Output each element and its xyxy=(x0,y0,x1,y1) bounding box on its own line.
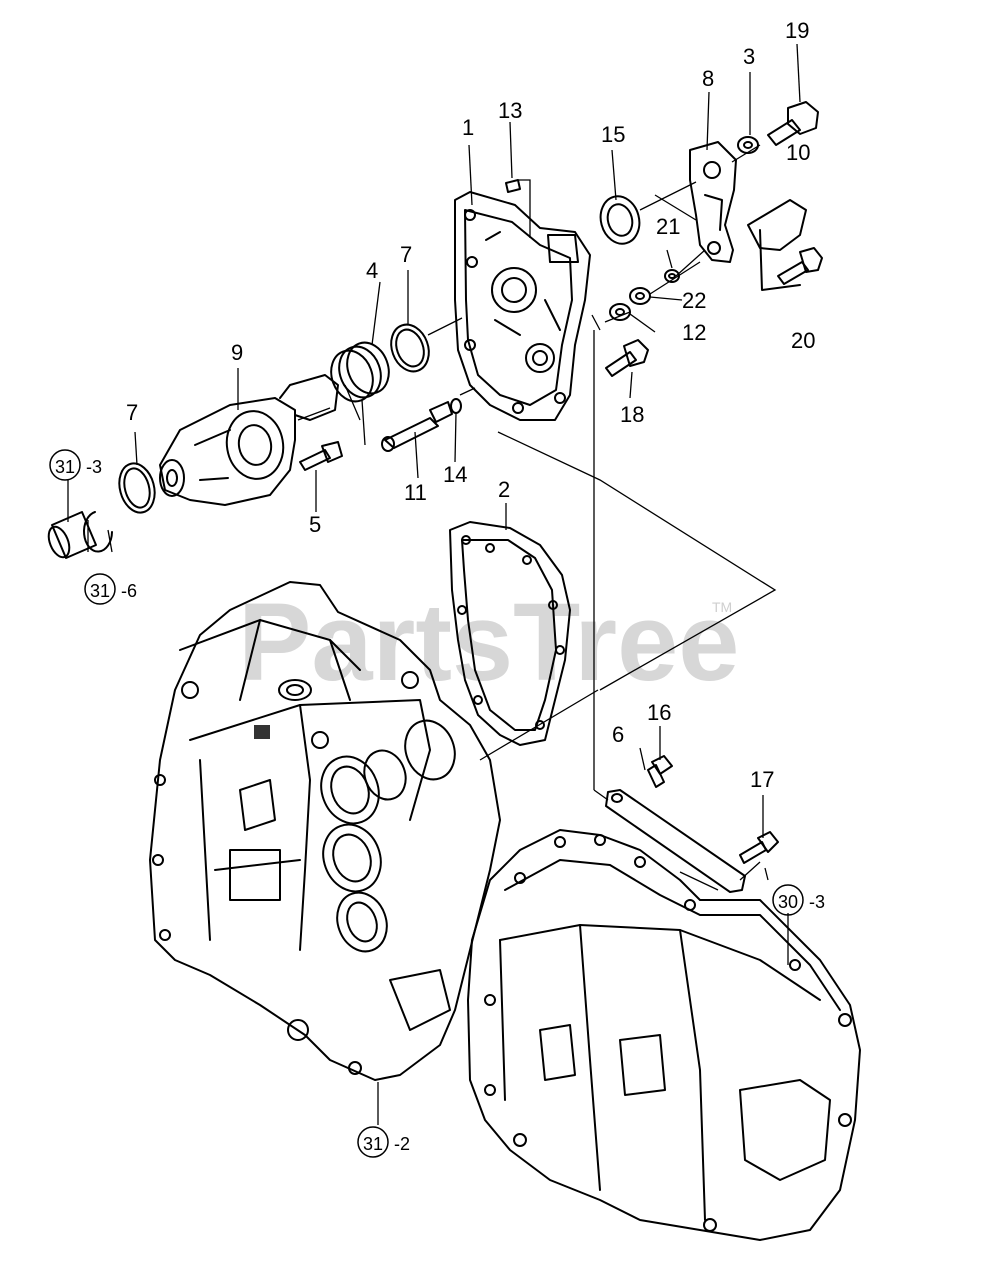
spring-part xyxy=(330,341,390,403)
label-1: 1 xyxy=(462,115,474,140)
label-10: 10 xyxy=(786,140,810,165)
ref-30-3: 30 -3 xyxy=(772,884,825,916)
leader-lines xyxy=(67,43,801,1125)
label-22: 22 xyxy=(682,288,706,313)
ref-31-3-number: 31 xyxy=(55,457,75,477)
label-5: 5 xyxy=(309,512,321,537)
shaft-part xyxy=(381,401,453,452)
bracket-arm-part xyxy=(689,141,737,263)
label-15: 15 xyxy=(601,122,625,147)
bolt-20-part xyxy=(777,247,823,285)
label-6: 6 xyxy=(612,722,624,747)
label-2: 2 xyxy=(498,477,510,502)
ref-31-2: 31 -2 xyxy=(357,1126,410,1158)
label-12: 12 xyxy=(682,320,706,345)
label-8: 8 xyxy=(702,66,714,91)
gasket-part xyxy=(449,521,571,746)
label-18: 18 xyxy=(620,402,644,427)
plate-bracket-part xyxy=(747,199,807,251)
bushing-31-3-part xyxy=(47,511,97,559)
snap-ring-lower-part xyxy=(118,462,156,514)
label-11: 11 xyxy=(404,480,427,505)
label-21: 21 xyxy=(656,214,680,239)
leader-10-20 xyxy=(759,229,801,291)
plate-6-part xyxy=(605,789,746,893)
bolt-17-part xyxy=(739,831,779,864)
ref-31-6-number: 31 xyxy=(90,581,110,601)
label-14: 14 xyxy=(443,462,467,487)
ref-31-3: 31 -3 xyxy=(49,449,102,481)
ref-31-3-suffix: -3 xyxy=(86,457,102,477)
label-7-upper: 7 xyxy=(400,242,412,267)
left-transmission-case-part xyxy=(149,581,501,1081)
oil-seal-part xyxy=(599,195,641,245)
nut-22-part xyxy=(629,287,651,305)
ref-31-6: 31 -6 xyxy=(84,573,137,605)
plate-6-hole xyxy=(611,793,623,803)
ref-31-6-suffix: -6 xyxy=(121,581,137,601)
label-19: 19 xyxy=(785,18,809,43)
watermark-trademark: TM xyxy=(712,599,732,615)
ref-30-3-suffix: -3 xyxy=(809,892,825,912)
bolt-16-part xyxy=(647,755,673,788)
housing-part xyxy=(159,374,339,506)
label-17: 17 xyxy=(750,767,774,792)
ref-31-2-suffix: -2 xyxy=(394,1134,410,1154)
cover-plate-part xyxy=(454,191,591,421)
snap-ring-upper-part xyxy=(390,323,430,373)
label-13: 13 xyxy=(498,98,522,123)
watermark-text: PartsTree xyxy=(238,581,739,704)
ref-31-2-number: 31 xyxy=(363,1134,383,1154)
label-16: 16 xyxy=(647,700,671,725)
washer-12-part xyxy=(609,303,631,321)
bolt-top-part xyxy=(767,101,819,146)
label-3: 3 xyxy=(743,44,755,69)
right-transmission-case-part xyxy=(467,829,861,1241)
label-4: 4 xyxy=(366,258,378,283)
label-9: 9 xyxy=(231,340,243,365)
o-ring-part xyxy=(450,398,462,414)
label-20: 20 xyxy=(791,328,815,353)
pin-part xyxy=(505,179,521,193)
bolt-18-part xyxy=(605,339,649,377)
part-labels: 1 2 3 4 5 6 7 7 8 9 10 11 12 13 14 15 16… xyxy=(126,18,815,792)
ref-30-3-number: 30 xyxy=(778,892,798,912)
washer-part xyxy=(737,136,759,154)
label-7-lower: 7 xyxy=(126,400,138,425)
screw-5-part xyxy=(299,441,343,471)
